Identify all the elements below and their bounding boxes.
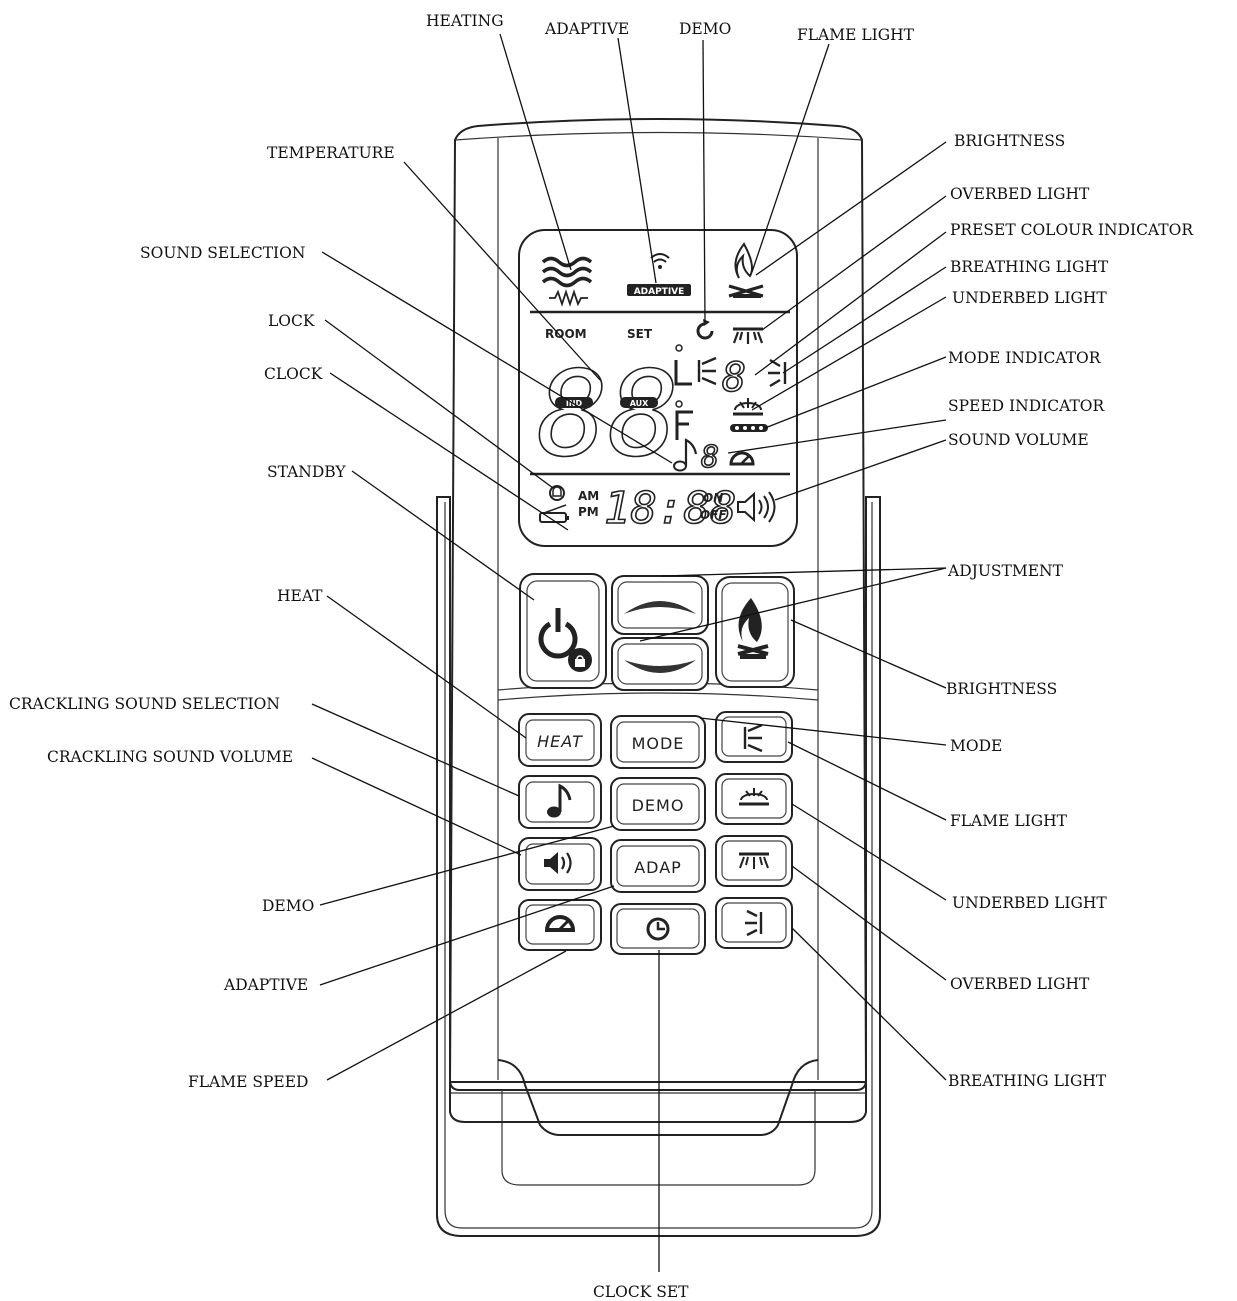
- clock-digits: 18:88: [604, 483, 736, 534]
- label-preset-colour-indicator: PRESET COLOUR INDICATOR: [950, 221, 1194, 239]
- label-mode-indicator: MODE INDICATOR: [948, 349, 1102, 367]
- label-adaptive-top: ADAPTIVE: [544, 20, 629, 38]
- sound-volume-button[interactable]: [518, 837, 602, 891]
- on-text: ON: [703, 491, 723, 505]
- label-sound-volume: SOUND VOLUME: [948, 431, 1089, 449]
- heat-button[interactable]: HEAT: [518, 713, 602, 767]
- label-standby: STANDBY: [267, 463, 346, 481]
- adaptive-badge: [627, 284, 691, 296]
- celsius-icon: [674, 344, 692, 386]
- overbed-light-button[interactable]: [715, 835, 793, 887]
- room-text: ROOM: [545, 327, 587, 341]
- up-button[interactable]: [611, 575, 709, 635]
- breathing-light-small-icon: [768, 358, 787, 388]
- chevron-up-icon: [624, 601, 696, 614]
- power-icon: [538, 621, 578, 659]
- label-clock-set: CLOCK SET: [593, 1283, 689, 1301]
- sound-selection-button[interactable]: [518, 775, 602, 829]
- heat-button-label: HEAT: [537, 732, 583, 751]
- leader-lines: [311, 33, 947, 1272]
- demo-button[interactable]: DEMO: [610, 777, 706, 831]
- label-clock: CLOCK: [264, 365, 323, 383]
- label-flame-light-top: FLAME LIGHT: [797, 26, 915, 44]
- flame-speed-button[interactable]: [518, 899, 602, 951]
- set-text: SET: [627, 327, 653, 341]
- speed-indicator-icon: [729, 451, 755, 466]
- standby-button[interactable]: [519, 573, 607, 689]
- label-overbed-light-top: OVERBED LIGHT: [950, 185, 1090, 203]
- speed-digit: 8: [701, 440, 719, 475]
- down-button[interactable]: [611, 637, 709, 691]
- label-temperature: TEMPERATURE: [267, 144, 395, 162]
- label-demo-bottom: DEMO: [262, 897, 314, 915]
- breathing-light-icon: [745, 909, 763, 937]
- label-flame-light-bottom: FLAME LIGHT: [950, 812, 1068, 830]
- am-text: AM: [578, 489, 599, 503]
- demo-button-label: DEMO: [632, 796, 685, 815]
- chevron-down-icon: [624, 660, 696, 673]
- label-heating: HEATING: [426, 12, 504, 30]
- label-brightness-top: BRIGHTNESS: [954, 132, 1065, 150]
- clock-icon: [646, 917, 670, 941]
- flame-icon: [737, 598, 769, 659]
- label-brightness-bottom: BRIGHTNESS: [946, 680, 1057, 698]
- pm-text: PM: [578, 505, 599, 519]
- label-adjustment: ADJUSTMENT: [947, 562, 1064, 580]
- adaptive-button[interactable]: ADAP: [610, 839, 706, 893]
- label-lock: LOCK: [268, 312, 315, 330]
- label-breathing-light-bottom: BREATHING LIGHT: [948, 1072, 1107, 1090]
- sound-volume-indicator-icon: [737, 491, 776, 523]
- label-overbed-light-bottom: OVERBED LIGHT: [950, 975, 1090, 993]
- overbed-light-icon: [739, 852, 769, 869]
- off-text: OFF: [700, 508, 727, 522]
- speedometer-icon: [544, 915, 576, 932]
- mode-indicator-bar: [730, 424, 768, 432]
- speaker-icon: [544, 852, 572, 874]
- label-adaptive-bottom: ADAPTIVE: [223, 976, 308, 994]
- label-speed-indicator: SPEED INDICATOR: [948, 397, 1106, 415]
- clock-set-button[interactable]: [610, 903, 706, 955]
- label-breathing-light-top: BREATHING LIGHT: [950, 258, 1109, 276]
- underbed-light-button[interactable]: [715, 773, 793, 825]
- adap-button-label: ADAP: [634, 858, 682, 877]
- flame-light-indicator-icon: [728, 242, 764, 298]
- label-sound-selection: SOUND SELECTION: [140, 244, 305, 262]
- heating-icon: [541, 256, 593, 307]
- fahrenheit-icon: [675, 400, 693, 440]
- label-underbed-light-top: UNDERBED LIGHT: [952, 289, 1107, 307]
- brightness-button[interactable]: [715, 576, 795, 688]
- flame-light-button[interactable]: [715, 711, 793, 763]
- music-note-icon: [547, 783, 572, 818]
- label-flame-speed: FLAME SPEED: [188, 1073, 308, 1091]
- label-crackling-sound-selection: CRACKLING SOUND SELECTION: [9, 695, 280, 713]
- label-demo-top: DEMO: [679, 20, 731, 38]
- adaptive-badge-text: ADAPTIVE: [634, 287, 685, 297]
- flame-light-small-icon: [697, 356, 717, 386]
- callout-labels: HEATING ADAPTIVE DEMO FLAME LIGHT TEMPER…: [9, 12, 1194, 1301]
- label-heat: HEAT: [277, 587, 323, 605]
- label-mode: MODE: [950, 737, 1002, 755]
- temperature-digits: 88: [537, 345, 679, 483]
- aux-text: AUX: [630, 399, 649, 408]
- flame-light-icon: [743, 723, 763, 753]
- preset-colour-digit: 8: [722, 355, 746, 401]
- mode-button-label: MODE: [632, 734, 685, 753]
- overbed-light-indicator-icon: [732, 327, 764, 344]
- sound-selection-indicator-icon: [673, 438, 698, 472]
- lcd-screen: [518, 229, 798, 547]
- label-crackling-sound-volume: CRACKLING SOUND VOLUME: [47, 748, 293, 766]
- lock-indicator-icon: [549, 485, 565, 501]
- underbed-light-indicator-icon: [733, 398, 763, 416]
- remote-body: [436, 118, 881, 1237]
- mode-button[interactable]: MODE: [610, 715, 706, 769]
- lcd-content: ADAPTIVE ROOM SET 88 IND AUX: [536, 242, 787, 535]
- underbed-light-icon: [739, 788, 769, 806]
- label-underbed-light-bottom: UNDERBED LIGHT: [952, 894, 1107, 912]
- breathing-light-button[interactable]: [715, 897, 793, 949]
